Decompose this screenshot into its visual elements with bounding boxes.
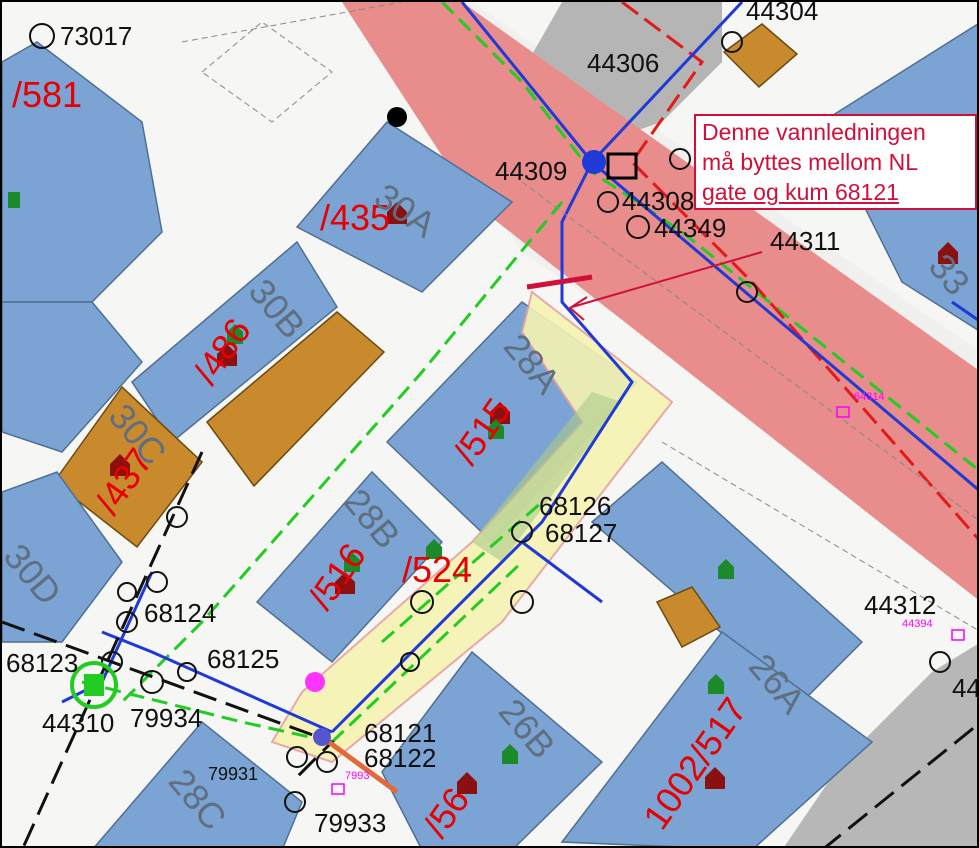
building-30d bbox=[2, 471, 123, 643]
label-68127: 68127 bbox=[545, 518, 617, 548]
label-68121: 68121 bbox=[364, 718, 436, 748]
magenta-marker-2 bbox=[951, 629, 965, 641]
building-581 bbox=[2, 41, 163, 303]
label-44306: 44306 bbox=[587, 48, 659, 78]
hydrant-node bbox=[387, 107, 407, 127]
label-44310: 44310 bbox=[42, 708, 114, 738]
label-68124: 68124 bbox=[144, 598, 216, 628]
annotation-line-2: må byttes mellom NL bbox=[702, 149, 919, 175]
annotation-arrow bbox=[571, 251, 763, 308]
label-64314: 64314 bbox=[854, 391, 885, 403]
label-44304: 44304 bbox=[746, 2, 818, 26]
label-44349: 44349 bbox=[654, 213, 726, 243]
label-44311: 44311 bbox=[770, 226, 840, 256]
corridor-inner-area bbox=[472, 392, 622, 562]
label-44: 44 bbox=[952, 673, 979, 703]
road-surface-lower bbox=[784, 644, 977, 846]
garage-26 bbox=[655, 586, 722, 649]
annotation-line-1: Denne vannledningen bbox=[702, 119, 926, 145]
magenta-marker-3 bbox=[331, 783, 345, 795]
label-44308: 44308 bbox=[622, 186, 694, 216]
building-30a bbox=[295, 121, 514, 293]
building-26a bbox=[560, 630, 874, 846]
replacement-corridor bbox=[270, 290, 674, 764]
valve-box bbox=[606, 152, 638, 180]
annotation-box: Denne vannledningen må byttes mellom NL … bbox=[694, 114, 977, 210]
prop-435: /435 bbox=[320, 197, 390, 238]
label-79932: 7993 bbox=[345, 770, 369, 782]
building-28c bbox=[94, 720, 303, 846]
sewer-lines-red bbox=[621, 2, 977, 540]
prop-524: /524 bbox=[402, 549, 472, 590]
road-band bbox=[342, 2, 977, 599]
magenta-node bbox=[305, 672, 325, 692]
property-boundaries bbox=[181, 2, 977, 631]
label-68125: 68125 bbox=[207, 644, 279, 674]
cut-marker bbox=[526, 274, 593, 290]
building-26b bbox=[381, 650, 604, 846]
label-79934: 79934 bbox=[130, 703, 202, 733]
label-68122: 68122 bbox=[364, 743, 436, 773]
magenta-marker bbox=[836, 406, 850, 418]
valve-node bbox=[582, 150, 606, 174]
green-well bbox=[70, 661, 118, 709]
label-73017: 73017 bbox=[60, 21, 132, 51]
garage-30b bbox=[205, 311, 386, 488]
building-block-left bbox=[2, 301, 143, 453]
annotation-arrowhead bbox=[568, 296, 588, 321]
label-44312: 44312 bbox=[864, 590, 936, 620]
label-79931: 79931 bbox=[208, 764, 258, 784]
label-68123: 68123 bbox=[6, 648, 78, 678]
cut-marker-lower bbox=[320, 734, 399, 795]
label-44394: 44394 bbox=[902, 618, 933, 630]
green-house-icons bbox=[8, 192, 734, 764]
manhole-label-group: 73017 44304 44306 44309 44308 44349 4431… bbox=[6, 2, 979, 838]
prop-581: /581 bbox=[12, 74, 82, 115]
label-44309: 44309 bbox=[495, 156, 567, 186]
label-68126: 68126 bbox=[539, 491, 611, 521]
junction-node bbox=[313, 728, 331, 746]
green-well-core bbox=[84, 674, 104, 696]
annotation-line-3: gate og kum 68121 bbox=[702, 179, 899, 205]
house-icons bbox=[110, 202, 958, 794]
label-79933: 79933 bbox=[314, 808, 386, 838]
